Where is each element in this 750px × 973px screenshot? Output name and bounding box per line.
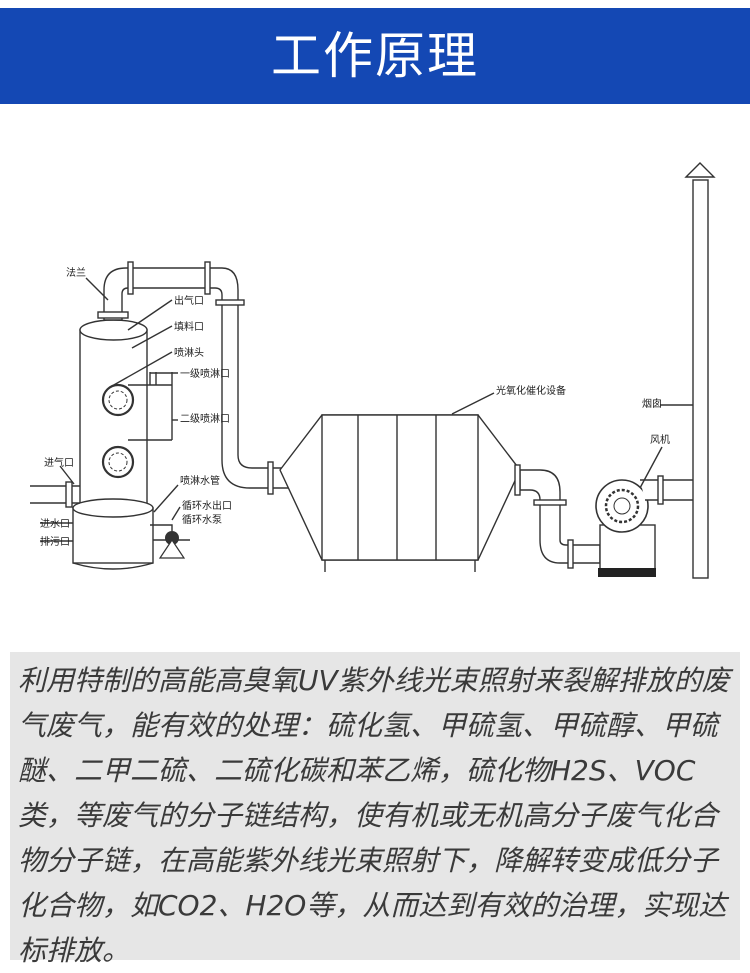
process-diagram: 法兰 出气口 填料口 喷淋头 一级喷淋口 二级喷淋口 进气口 喷淋水管 循环水出… bbox=[30, 162, 716, 579]
leader-lines bbox=[59, 277, 693, 521]
label-spray-head: 喷淋头 bbox=[174, 346, 204, 359]
header: 工作原理 bbox=[0, 0, 750, 104]
spray-tower bbox=[30, 319, 190, 570]
uv-equipment bbox=[279, 414, 521, 572]
label-filler-port: 填料口 bbox=[174, 320, 204, 333]
label-circulating-pump: 循环水泵 bbox=[182, 513, 222, 526]
label-water-inlet: 进水口 bbox=[40, 518, 70, 530]
label-chimney: 烟囱 bbox=[642, 397, 662, 410]
label-flange: 法兰 bbox=[66, 266, 86, 279]
label-gas-inlet: 进气口 bbox=[44, 456, 74, 469]
description-text: 利用特制的高能高臭氧UV紫外线光束照射来裂解排放的废气废气，能有效的处理：硫化氢… bbox=[18, 664, 730, 967]
label-uv-equipment: 光氧化催化设备 bbox=[496, 384, 566, 397]
label-circulating-water-outlet: 循环水出口 bbox=[182, 499, 232, 512]
page-title: 工作原理 bbox=[271, 27, 479, 85]
label-drain-port: 排污口 bbox=[40, 535, 70, 548]
chimney bbox=[684, 162, 716, 579]
label-secondary-spray-port: 二级喷淋口 bbox=[180, 412, 230, 425]
label-gas-outlet: 出气口 bbox=[174, 294, 204, 307]
fan bbox=[595, 475, 696, 577]
label-fan: 风机 bbox=[650, 433, 670, 446]
fan-pipe bbox=[514, 464, 601, 569]
label-spray-water-pipe: 喷淋水管 bbox=[180, 474, 220, 487]
title-banner bbox=[0, 8, 750, 104]
description-box: 利用特制的高能高臭氧UV紫外线光束照射来裂解排放的废气废气，能有效的处理：硫化氢… bbox=[10, 652, 740, 967]
label-primary-spray-port: 一级喷淋口 bbox=[180, 367, 230, 380]
